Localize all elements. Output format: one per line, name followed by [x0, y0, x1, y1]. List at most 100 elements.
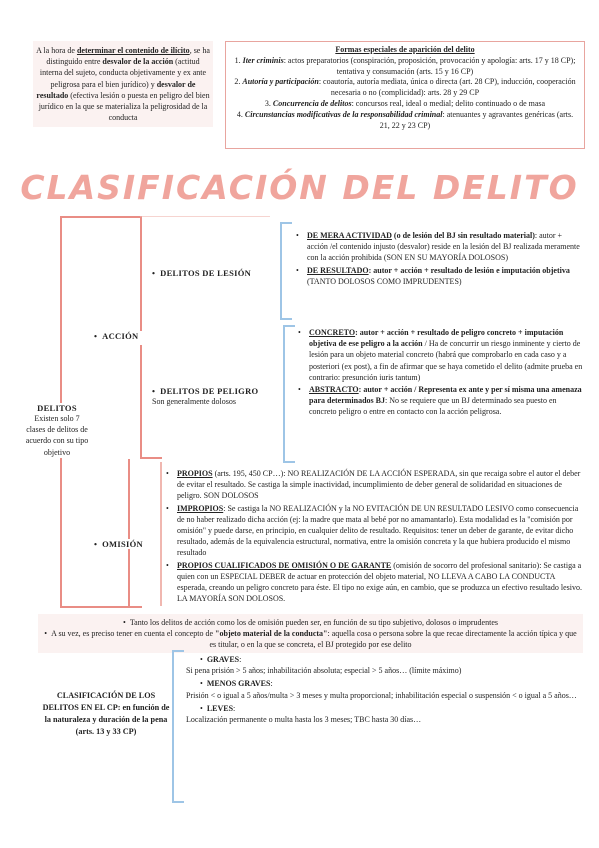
delitos-node: DELITOS Existen solo 7 clases de delitos…: [24, 403, 90, 458]
cp-item: • MENOS GRAVES:Prisión < o igual a 5 año…: [186, 678, 584, 700]
accion-node: • ACCIÓN: [90, 331, 143, 341]
list-item: ABSTRACTO: autor + acción / Representa e…: [298, 384, 585, 418]
peligro-bracket-bottom: [283, 461, 295, 463]
item-heading: Autoría y participación: [242, 77, 319, 87]
special-form-item: 3. Concurrencia de delitos: concursos re…: [232, 99, 578, 110]
cp-bracket-bottom: [172, 801, 184, 803]
cp-item-heading: MENOS GRAVES: [206, 679, 271, 689]
lesion-bracket-top: [280, 222, 292, 224]
lesion-bracket-bottom: [280, 318, 292, 320]
note-2: • A su vez, es preciso tener en cuenta e…: [44, 629, 577, 649]
item-text: (TANTO DOLOSOS COMO IMPRUDENTES): [307, 276, 462, 286]
special-forms-box: Formas especiales de aparición del delit…: [225, 41, 585, 149]
lesion-connector: [140, 216, 270, 217]
item-text: : No se requiere que un BJ determinado s…: [309, 396, 557, 417]
accion-line-up: [140, 216, 142, 331]
omision-node: • OMISIÓN: [90, 539, 147, 549]
peligro-items: CONCRETO: autor + acción + resultado de …: [298, 327, 585, 419]
cp-item-text: Si pena prisión > 5 años; inhabilitación…: [186, 666, 462, 676]
list-item: DE RESULTADO: autor + acción + resultado…: [296, 265, 584, 287]
special-forms-list: 1. Iter criminis: actos preparatorios (c…: [232, 56, 578, 132]
special-form-item: 1. Iter criminis: actos preparatorios (c…: [232, 56, 578, 78]
item-heading: PROPIOS: [177, 469, 213, 478]
intro-text: , se ha distinguido entre: [46, 46, 210, 67]
list-item: CONCRETO: autor + acción + resultado de …: [298, 327, 585, 383]
accion-line-down: [140, 345, 142, 457]
peligro-sub: Son generalmente dolosos: [152, 397, 236, 406]
omision-list: PROPIOS (arts. 195, 450 CP…): NO REALIZA…: [166, 468, 585, 604]
cp-item: • LEVES:Localización permanente o multa …: [186, 703, 584, 725]
item-number: 4.: [236, 109, 243, 119]
page-title: CLASIFICACIÓN DEL DELITO: [20, 168, 579, 207]
item-number: 1.: [234, 55, 241, 65]
item-text: : actos preparatorios (conspiración, pro…: [283, 55, 576, 76]
lesion-label: DELITOS DE LESIÓN: [160, 268, 252, 278]
omision-label: OMISIÓN: [102, 539, 143, 549]
delitos-sub: Existen solo 7 clases de delitos de acue…: [25, 414, 89, 457]
intro-term-desvalor-resultado: desvalor de resultado: [36, 79, 196, 100]
item-subheading: : autor + acción / Representa ex ante y …: [309, 385, 582, 406]
cp-item-text: Localización permanente o multa hasta lo…: [186, 715, 422, 725]
intro-text: (actitud interna del sujeto, conducta ob…: [39, 57, 207, 89]
cp-label: CLASIFICACIÓN DE LOS DELITOS EN EL CP: [42, 691, 156, 712]
peligro-bracket-top: [283, 325, 295, 327]
item-text: (arts. 195, 450 CP…): NO REALIZACIÓN DE …: [177, 469, 581, 501]
omision-items: PROPIOS (arts. 195, 450 CP…): NO REALIZA…: [166, 468, 585, 605]
item-text: : atenuantes y agravantes genéricas (art…: [379, 109, 574, 130]
cp-item: • GRAVES:Si pena prisión > 5 años; inhab…: [186, 654, 584, 676]
intro-text: A la hora de: [36, 46, 77, 55]
lesion-items: DE MERA ACTIVIDAD (o de lesión del BJ si…: [296, 230, 584, 288]
item-heading: CONCRETO: [309, 328, 356, 337]
item-subheading: : autor + acción + resultado de lesión e…: [368, 265, 570, 275]
notes-box: • Tanto los delitos de acción como los d…: [38, 614, 583, 653]
item-subheading: (o de lesión del BJ sin resultado materi…: [391, 231, 535, 240]
peligro-node: • DELITOS DE PELIGRO Son generalmente do…: [152, 386, 272, 407]
cp-item-heading: LEVES: [206, 703, 234, 713]
item-number: 2.: [234, 77, 241, 87]
item-heading: IMPROPIOS: [177, 503, 224, 513]
cp-item-heading: GRAVES: [206, 655, 240, 664]
intro-term-ilicito: determinar el contenido de ilícito: [76, 46, 190, 55]
delitos-label: DELITOS: [37, 403, 77, 413]
lesion-list: DE MERA ACTIVIDAD (o de lesión del BJ si…: [296, 230, 584, 287]
item-heading: DE RESULTADO: [307, 265, 369, 275]
list-item: PROPIOS CUALIFICADOS DE OMISIÓN O DE GAR…: [166, 560, 585, 605]
peligro-list: CONCRETO: autor + acción + resultado de …: [298, 327, 585, 418]
list-item: DE MERA ACTIVIDAD (o de lesión del BJ si…: [296, 230, 584, 264]
item-heading: Concurrencia de delitos: [272, 98, 352, 108]
special-form-item: 2. Autoría y participación: coautoría, a…: [232, 77, 578, 99]
intro-text: (efectiva lesión o puesta en peligro del…: [38, 90, 210, 123]
item-heading: PROPIOS CUALIFICADOS DE OMISIÓN O DE GAR…: [177, 560, 392, 570]
item-heading: DE MERA ACTIVIDAD: [307, 231, 392, 240]
item-text: / Ha de concurrir un riesgo inminente y …: [309, 339, 583, 382]
omision-line: [128, 459, 130, 608]
lesion-bracket: [280, 222, 282, 320]
peligro-label: DELITOS DE PELIGRO: [160, 386, 259, 396]
item-heading: Circunstancias modificativas de la respo…: [244, 109, 443, 119]
item-subheading: : autor + acción + resultado de peligro …: [309, 328, 564, 349]
omision-bracket: [160, 462, 162, 606]
cp-sub: : en función de la naturaleza y duración…: [44, 703, 170, 736]
item-text: : Se castiga la NO REALIZACIÓN y la NO E…: [177, 503, 579, 558]
tree-bottom-branch: [60, 606, 142, 608]
intro-term-desvalor-accion: desvalor de la acción: [102, 57, 174, 67]
list-item: PROPIOS (arts. 195, 450 CP…): NO REALIZA…: [166, 468, 585, 502]
special-form-item: 4. Circunstancias modificativas de la re…: [232, 110, 578, 132]
special-forms-heading: Formas especiales de aparición del delit…: [335, 45, 475, 54]
item-number: 3.: [264, 98, 271, 108]
cp-bracket-top: [172, 650, 184, 652]
omision-top-branch: [140, 457, 162, 459]
intro-note-box: A la hora de determinar el contenido de …: [33, 41, 213, 128]
item-text: : coautoría, autoría mediata, única o di…: [318, 77, 576, 98]
note-1: • Tanto los delitos de acción como los d…: [123, 618, 498, 627]
list-item: IMPROPIOS: Se castiga la NO REALIZACIÓN …: [166, 503, 585, 559]
item-text: : concursos real, ideal o medial; delito…: [351, 98, 546, 108]
item-text: (omisión de socorro del profesional sani…: [177, 560, 582, 604]
cp-classification-node: CLASIFICACIÓN DE LOS DELITOS EN EL CP: e…: [40, 690, 172, 738]
peligro-bracket: [283, 325, 285, 463]
accion-label: ACCIÓN: [102, 331, 139, 341]
item-heading: Iter criminis: [242, 55, 284, 65]
lesion-node: • DELITOS DE LESIÓN: [152, 268, 252, 278]
item-text: : autor + acción /el contenido injusto (…: [307, 231, 580, 263]
item-heading: ABSTRACTO: [309, 385, 359, 395]
